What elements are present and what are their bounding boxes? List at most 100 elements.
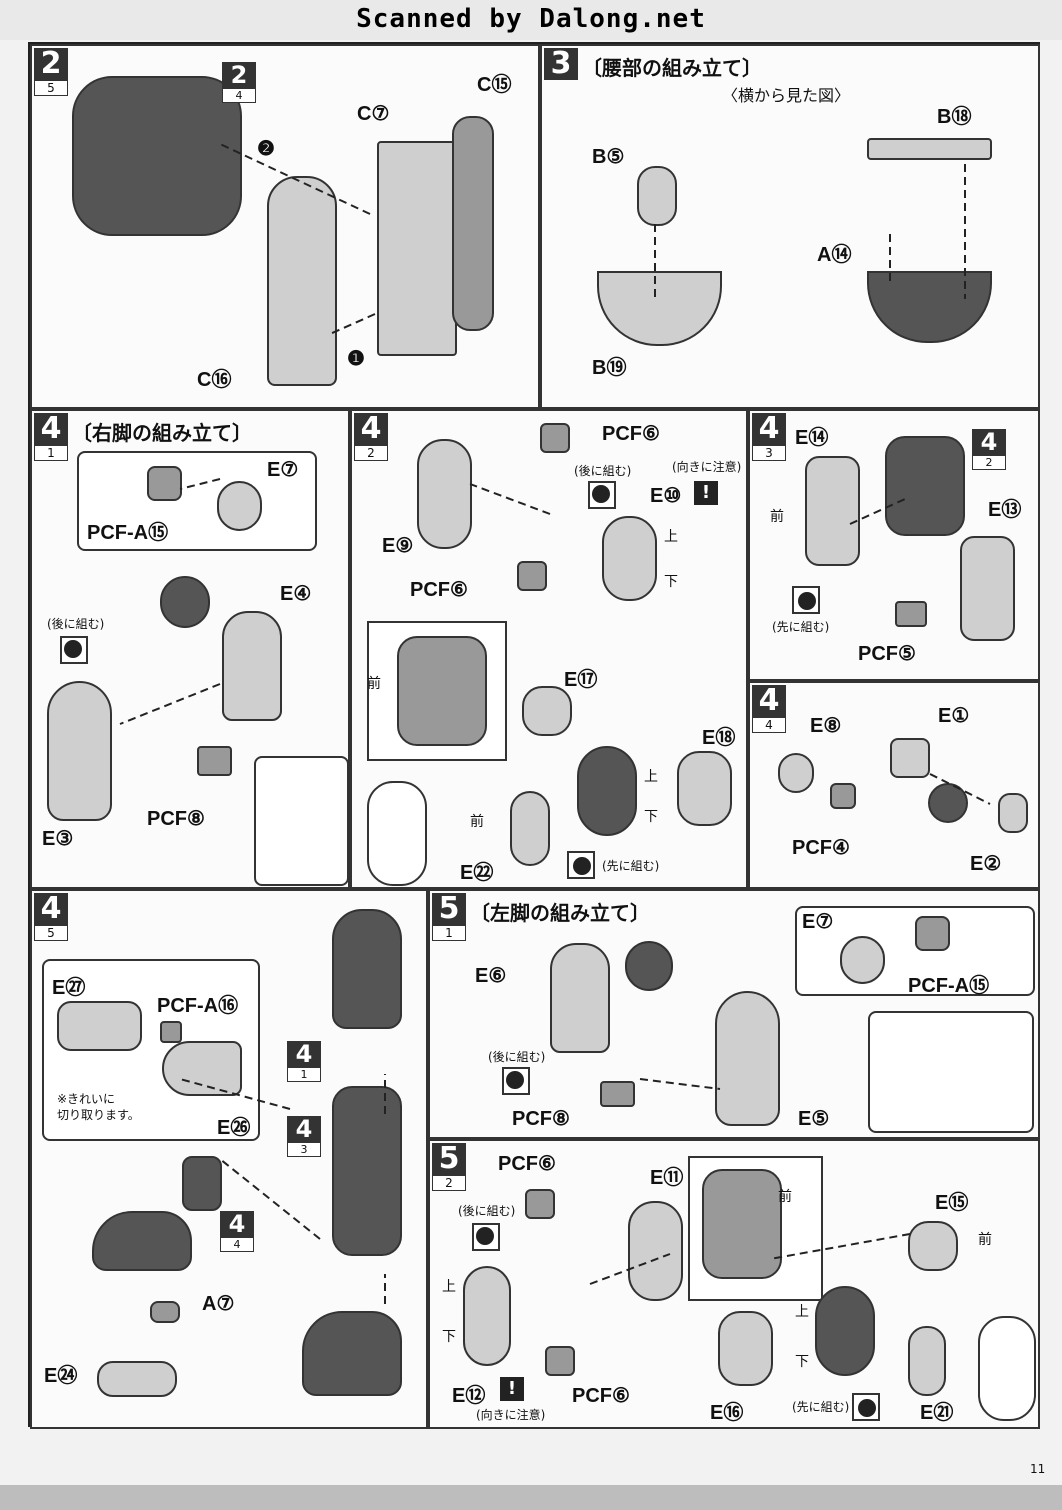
part-e7: [840, 936, 885, 984]
label-e2: E②: [970, 853, 1002, 875]
label-e17: E⑰: [564, 669, 598, 691]
knee-joint: [577, 746, 637, 836]
down-mark: 下: [664, 574, 678, 590]
part-e8: [778, 753, 814, 793]
arrow-number-1: ❶: [347, 348, 365, 370]
label-pcf6a: PCF⑥: [602, 423, 660, 445]
scan-top-bar: [0, 0, 1062, 40]
up-mark: 上: [664, 529, 678, 545]
warning-icon: !: [500, 1377, 524, 1401]
label-pcf8: PCF⑧: [512, 1108, 570, 1130]
assemble-first-icon: [792, 586, 820, 614]
assemble-first-icon: [567, 851, 595, 879]
torso-part: [72, 76, 242, 236]
part-e11: [628, 1201, 683, 1301]
part-e9: [417, 439, 472, 549]
part-b18: [867, 138, 992, 160]
label-e9: E⑨: [382, 535, 414, 557]
detail-box: [77, 451, 317, 551]
label-a14: A⑭: [817, 244, 852, 266]
label-pcf5: PCF⑤: [858, 643, 916, 665]
label-e27: E㉗: [52, 977, 86, 999]
label-e22: E㉒: [460, 862, 494, 884]
label-e6: E⑥: [475, 965, 507, 987]
result-box: [254, 756, 348, 886]
label-e26: E㉖: [217, 1117, 251, 1139]
result-box: [367, 781, 427, 886]
label-e16: E⑯: [710, 1402, 744, 1424]
ball-joint: [625, 941, 673, 991]
result-box: [868, 1011, 1034, 1133]
label-a7: A⑦: [202, 1293, 235, 1315]
assemble-later-icon: [60, 636, 88, 664]
label-e18: E⑱: [702, 727, 736, 749]
part-e13: [960, 536, 1015, 641]
part-e5: [715, 991, 780, 1126]
part-pcfa15: [147, 466, 182, 501]
part-e21: [908, 1326, 946, 1396]
down-mark-2: 下: [644, 809, 658, 825]
scan-bottom-bar: [0, 1485, 1062, 1510]
part-a7: [150, 1301, 180, 1323]
part-e7: [217, 481, 262, 531]
first-note: (先に組む): [792, 1400, 850, 1414]
part-e2: [998, 793, 1028, 833]
label-e5: E⑤: [798, 1108, 830, 1130]
label-e7: E⑦: [267, 459, 299, 481]
result-box: [978, 1316, 1036, 1421]
orientation-note: (向きに注意): [672, 460, 742, 474]
part-c15: [452, 116, 494, 331]
panel-title: 〔左脚の組み立て〕: [470, 901, 650, 925]
label-pcf6a: PCF⑥: [498, 1153, 556, 1175]
label-pcf4: PCF④: [792, 837, 850, 859]
label-pcfa16: PCF-A⑯: [157, 995, 239, 1017]
up-mark: 上: [442, 1279, 456, 1295]
panel-step-3: 3 〔腰部の組み立て〕 〈横から見た図〉 B⑤ B⑲ B⑱ A⑭: [540, 44, 1040, 409]
label-e24: E㉔: [44, 1365, 78, 1387]
page-number: 11: [1030, 1462, 1046, 1476]
down-mark: 下: [442, 1329, 456, 1345]
part-e26: [162, 1041, 242, 1096]
label-e4: E④: [280, 583, 312, 605]
up-mark-2: 上: [644, 769, 658, 785]
part-e22: [510, 791, 550, 866]
label-e3: E③: [42, 828, 74, 850]
ball-joint: [160, 576, 210, 628]
label-b19: B⑲: [592, 357, 627, 379]
part-c16: [267, 176, 337, 386]
front-mark: 前: [367, 676, 381, 692]
part-e16: [718, 1311, 773, 1386]
label-pcf6b: PCF⑥: [572, 1385, 630, 1407]
part-e12: [463, 1266, 511, 1366]
part-knee-armor: [702, 1169, 782, 1279]
part-pcf4: [830, 783, 856, 809]
part-pcfa16: [160, 1021, 182, 1043]
part-pcf6a: [525, 1189, 555, 1219]
label-e15: E⑮: [935, 1192, 969, 1214]
up-mark-2: 上: [795, 1304, 809, 1320]
part-b5: [637, 166, 677, 226]
part-pcf6a: [540, 423, 570, 453]
assemble-later-icon: [502, 1067, 530, 1095]
front-mark: 前: [770, 509, 784, 525]
warning-icon: !: [694, 481, 718, 505]
assemble-later-icon: [588, 481, 616, 509]
foot-part: [92, 1211, 192, 1271]
arrow-number-2: ❷: [257, 138, 275, 160]
step-badge: 3: [544, 48, 578, 80]
lower-leg: [332, 1086, 402, 1256]
panel-title: 〔腰部の組み立て〕: [582, 56, 762, 80]
